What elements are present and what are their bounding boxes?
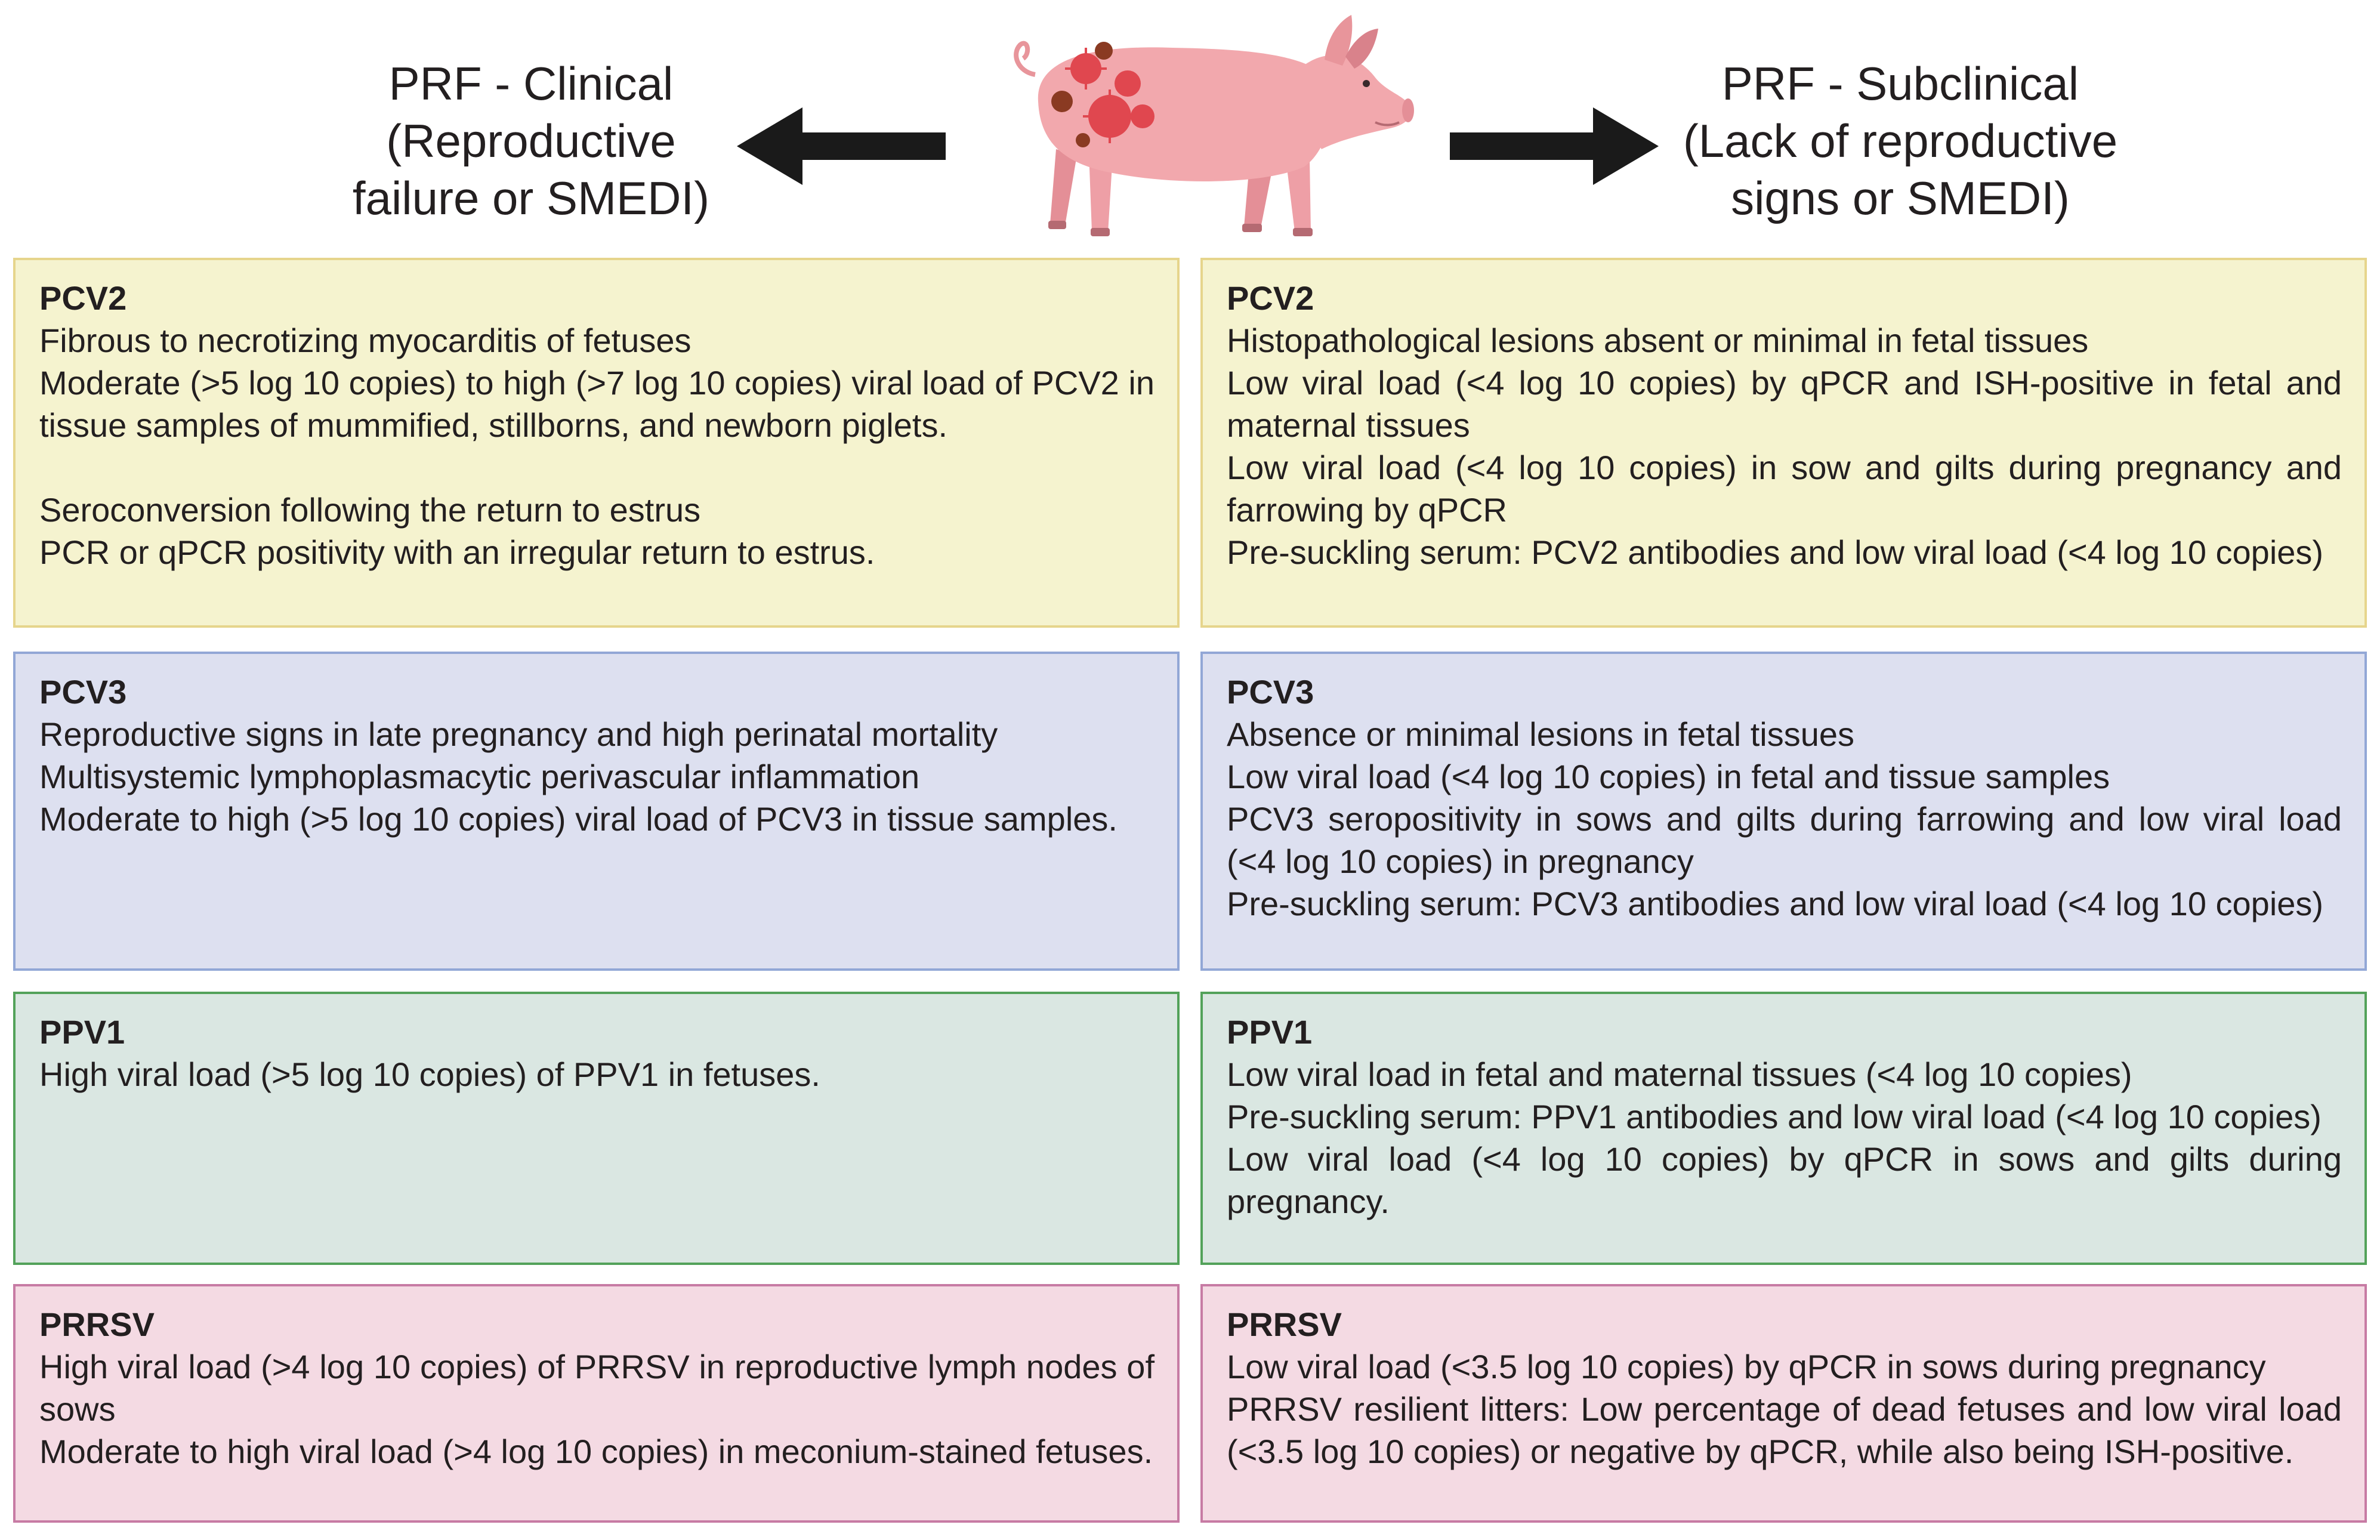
clinical-title-line: failure or SMEDI) <box>352 172 710 224</box>
box-line: Seroconversion following the return to e… <box>39 491 701 529</box>
box-line: Multisystemic lymphoplasmacytic perivasc… <box>39 758 920 795</box>
box-line: Moderate (>5 log 10 copies) to high (>7 … <box>39 364 1154 444</box>
clinical-title-line: PRF - Clinical <box>388 57 674 110</box>
box-line: PCR or qPCR positivity with an irregular… <box>39 533 875 571</box>
box-line: Pre-suckling serum: PPV1 antibodies and … <box>1227 1098 2322 1135</box>
clinical-pcv2-box: PCV2 Fibrous to necrotizing myocarditis … <box>13 258 1180 628</box>
subclinical-title-line: (Lack of reproductive <box>1683 115 2118 167</box>
box-line: Moderate to high viral load (>4 log 10 c… <box>39 1433 1153 1470</box>
subclinical-title: PRF - Subclinical (Lack of reproductive … <box>1605 55 2196 227</box>
box-title: PPV1 <box>1227 1013 1313 1051</box>
box-title: PCV3 <box>39 673 127 711</box>
box-line: Pre-suckling serum: PCV2 antibodies and … <box>1227 533 2324 571</box>
clinical-pcv3-box: PCV3 Reproductive signs in late pregnanc… <box>13 652 1180 971</box>
box-title: PRRSV <box>39 1306 155 1343</box>
subclinical-ppv1-box: PPV1 Low viral load in fetal and materna… <box>1200 992 2367 1265</box>
box-line: Low viral load (<4 log 10 copies) in sow… <box>1227 449 2342 529</box>
box-line: High viral load (>5 log 10 copies) of PP… <box>39 1056 820 1093</box>
box-title: PCV2 <box>39 279 127 317</box>
clinical-title: PRF - Clinical (Reproductive failure or … <box>286 55 776 227</box>
subclinical-title-line: PRF - Subclinical <box>1721 57 2079 110</box>
spacer <box>39 446 1154 489</box>
box-line: Reproductive signs in late pregnancy and… <box>39 715 998 753</box>
box-line: Low viral load (<4 log 10 copies) by qPC… <box>1227 364 2342 444</box>
box-title: PCV3 <box>1227 673 1314 711</box>
subclinical-pcv3-box: PCV3 Absence or minimal lesions in fetal… <box>1200 652 2367 971</box>
box-title: PCV2 <box>1227 279 1314 317</box>
clinical-prrsv-box: PRRSV High viral load (>4 log 10 copies)… <box>13 1284 1180 1523</box>
box-line: Moderate to high (>5 log 10 copies) vira… <box>39 800 1118 838</box>
box-line: PCV3 seropositivity in sows and gilts du… <box>1227 800 2342 880</box>
subclinical-pcv2-box: PCV2 Histopathological lesions absent or… <box>1200 258 2367 628</box>
box-line: High viral load (>4 log 10 copies) of PR… <box>39 1348 1154 1428</box>
clinical-ppv1-box: PPV1 High viral load (>5 log 10 copies) … <box>13 992 1180 1265</box>
box-line: PRRSV resilient litters: Low percentage … <box>1227 1390 2342 1470</box>
arrow-right-icon <box>1450 107 1659 185</box>
box-line: Low viral load in fetal and maternal tis… <box>1227 1056 2132 1093</box>
box-line: Low viral load (<4 log 10 copies) by qPC… <box>1227 1140 2342 1220</box>
infected-pig-icon <box>1014 15 1414 236</box>
box-line: Histopathological lesions absent or mini… <box>1227 322 2089 359</box>
box-line: Low viral load (<4 log 10 copies) in fet… <box>1227 758 2110 795</box>
box-title: PPV1 <box>39 1013 125 1051</box>
clinical-title-line: (Reproductive <box>386 115 676 167</box>
arrow-left-icon <box>737 107 946 185</box>
subclinical-title-line: signs or SMEDI) <box>1731 172 2070 224</box>
box-line: Absence or minimal lesions in fetal tiss… <box>1227 715 1855 753</box>
box-line: Low viral load (<3.5 log 10 copies) by q… <box>1227 1348 2266 1385</box>
subclinical-prrsv-box: PRRSV Low viral load (<3.5 log 10 copies… <box>1200 1284 2367 1523</box>
box-line: Pre-suckling serum: PCV3 antibodies and … <box>1227 885 2324 922</box>
box-title: PRRSV <box>1227 1306 1342 1343</box>
box-line: Fibrous to necrotizing myocarditis of fe… <box>39 322 692 359</box>
